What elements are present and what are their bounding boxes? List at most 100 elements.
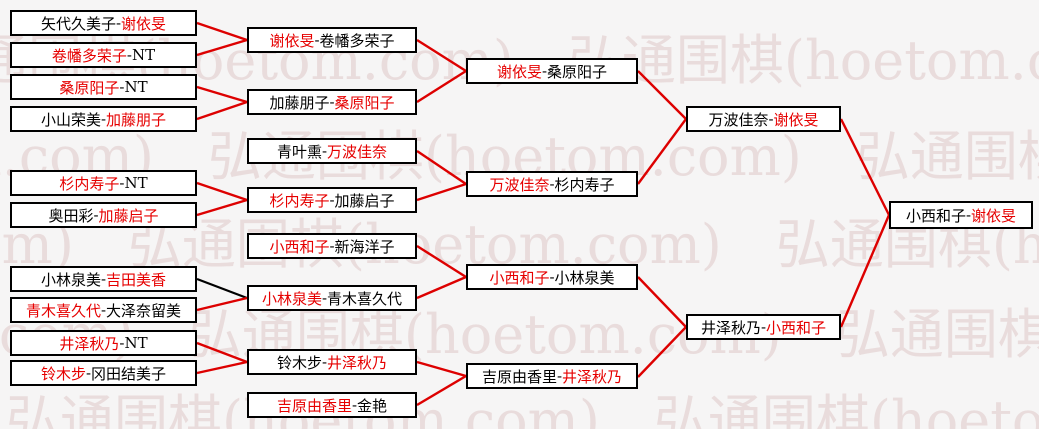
match-r1-4: 杉内寿子-NT [10, 170, 197, 196]
player-a: 青木喜久代 [25, 301, 101, 320]
player-b: 冈田结美子 [91, 364, 167, 383]
player-a: 谢依旻 [269, 31, 315, 50]
dash-separator: - [100, 301, 107, 319]
match-sf-0: 万波佳奈-谢依旻 [686, 106, 841, 132]
match-r1-6: 小林泉美-吉田美香 [10, 266, 197, 292]
match-r3-1: 万波佳奈-杉内寿子 [466, 171, 638, 197]
player-a: 吉原由香里 [481, 367, 557, 386]
player-b: 加藤启子 [98, 206, 159, 225]
player-a: 小西和子 [269, 237, 330, 256]
match-r2-4: 小西和子-新海洋子 [247, 233, 417, 259]
dash-separator: - [119, 174, 125, 192]
player-a: 杉内寿子 [269, 191, 330, 210]
dash-separator: - [100, 110, 107, 128]
player-a: 加藤朋子 [269, 93, 330, 112]
connector-line [196, 341, 248, 364]
player-b: 井泽秋乃 [327, 353, 388, 372]
player-b: 吉田美香 [106, 270, 167, 289]
player-a: 井泽秋乃 [700, 318, 761, 337]
match-sf-1: 井泽秋乃-小西和子 [686, 314, 841, 340]
connector-line [416, 360, 467, 378]
player-b: 桑原阳子 [547, 62, 608, 81]
dash-separator: - [768, 110, 774, 128]
player-a: 铃木步 [276, 353, 322, 372]
dash-separator: - [314, 31, 320, 49]
match-r3-3: 吉原由香里-井泽秋乃 [466, 363, 638, 389]
dash-separator: - [321, 289, 328, 307]
match-r1-7: 青木喜久代-大泽奈留美 [10, 297, 197, 323]
dash-separator: - [100, 270, 107, 288]
dash-separator: - [541, 62, 548, 80]
player-a: 小林泉美 [40, 270, 101, 289]
connector-line [196, 100, 248, 121]
match-r1-9: 铃木步-冈田结美子 [10, 360, 197, 386]
connector-line [196, 296, 248, 312]
player-b: 小林泉美 [554, 268, 615, 287]
player-a: 小林泉美 [261, 289, 322, 308]
match-r2-2: 青叶熏-万波佳奈 [247, 138, 417, 164]
connector-line [637, 118, 687, 185]
match-r3-0: 谢依旻-桑原阳子 [466, 58, 638, 84]
connector-line [839, 118, 891, 216]
connector-line [416, 182, 467, 202]
dash-separator: - [329, 191, 335, 209]
player-a: 井泽秋乃 [59, 334, 120, 353]
connector-line [196, 198, 248, 217]
match-r2-7: 吉原由香里-金艳 [247, 392, 417, 418]
dash-separator: - [556, 367, 563, 385]
player-a: 卷幡多荣子 [51, 46, 127, 65]
dash-separator: - [119, 334, 125, 352]
connector-line [416, 150, 467, 185]
match-r3-2: 小西和子-小林泉美 [466, 264, 638, 290]
connector-line [196, 38, 248, 57]
connector-line [637, 326, 687, 378]
connector-line [196, 181, 248, 202]
connector-line [416, 275, 467, 300]
connector-line [416, 38, 467, 73]
dash-separator: - [329, 237, 335, 255]
player-b: NT [124, 174, 148, 192]
player-b: 桑原阳子 [334, 93, 395, 112]
match-r2-1: 加藤朋子-桑原阳子 [247, 89, 417, 115]
player-b: 金艳 [357, 396, 388, 415]
player-a: 小西和子 [489, 268, 550, 287]
match-r2-0: 谢依旻-卷幡多荣子 [247, 27, 417, 53]
player-b: 万波佳奈 [327, 142, 388, 161]
player-b: NT [131, 46, 156, 64]
connector-line [196, 360, 248, 375]
connector-line [196, 85, 248, 104]
connector-line [196, 21, 248, 42]
connector-line [416, 69, 467, 104]
player-b: NT [124, 334, 148, 352]
match-r1-8: 井泽秋乃-NT [10, 330, 197, 356]
player-b: 新海洋子 [334, 237, 395, 256]
player-b: 谢依旻 [121, 14, 167, 33]
player-b: 大泽奈留美 [106, 301, 182, 320]
player-a: 奥田彩 [48, 206, 94, 225]
match-r1-1: 卷幡多荣子-NT [10, 42, 197, 68]
dash-separator: - [329, 93, 335, 111]
player-b: 加藤启子 [334, 191, 395, 210]
player-b: 卷幡多荣子 [319, 31, 395, 50]
match-r1-0: 矢代久美子-谢依旻 [10, 10, 197, 36]
dash-separator: - [549, 175, 555, 193]
player-a: 万波佳奈 [708, 110, 769, 129]
dash-separator: - [965, 206, 972, 224]
player-a: 小山荣美 [40, 110, 101, 129]
player-a: 谢依旻 [496, 62, 542, 81]
player-a: 青叶熏 [276, 142, 322, 161]
connector-line [416, 374, 467, 407]
connector-line [416, 244, 467, 279]
dash-separator: - [126, 46, 132, 64]
player-b: 小西和子 [766, 318, 827, 337]
dash-separator: - [115, 14, 122, 32]
player-a: 矢代久美子 [40, 14, 116, 33]
player-a: 桑原阳子 [59, 78, 120, 97]
dash-separator: - [760, 318, 767, 336]
player-a: 铃木步 [40, 364, 86, 383]
match-r1-5: 奥田彩-加藤启子 [10, 202, 197, 228]
match-r2-3: 杉内寿子-加藤启子 [247, 187, 417, 213]
watermark-text: 弘通围棋(hoetom.com) 弘通围棋(hoetom.com) 弘通围棋(h… [6, 389, 1039, 429]
